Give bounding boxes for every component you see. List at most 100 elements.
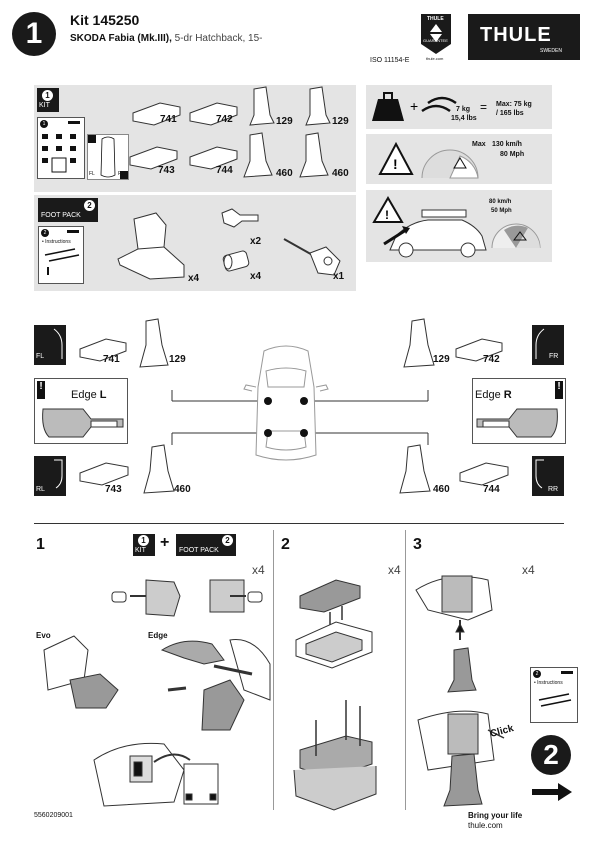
thule-logo-text: THULE [480, 24, 552, 46]
step1-foot-badge: 2 FOOT PACK [176, 534, 236, 556]
iso-code: ISO 11154-E [370, 57, 410, 64]
kit-badge-label: KIT [39, 102, 50, 109]
step2-qty: x4 [388, 563, 401, 577]
lock-qty: x4 [250, 271, 262, 282]
car-icon [389, 219, 487, 251]
foot-pack-badge-label: FOOT PACK [41, 212, 81, 219]
kit-part-743: 743 [158, 165, 175, 176]
kit-diagram-rr: RR [118, 171, 126, 177]
edge-l-foot-icon [42, 408, 124, 438]
edge-l-bold: L [99, 389, 107, 401]
tag-fl: FL [34, 325, 66, 365]
svg-text:!: ! [385, 208, 389, 222]
weight-icon [372, 99, 404, 121]
guarantee-bottom: GUARANTEE [423, 38, 448, 43]
kit-sheet-diagram-icon [42, 134, 76, 173]
tag-rr-label: RR [548, 486, 559, 493]
foot-qty: x4 [188, 273, 200, 284]
guarantee-top: THULE [427, 16, 444, 22]
step1-illustration [43, 579, 271, 807]
part-number: 5560209001 [34, 812, 73, 819]
speed2-mph: 50 Mph [491, 208, 512, 214]
warning-triangle-icon [378, 141, 414, 175]
speed2-kmh: 80 km/h [489, 199, 512, 205]
kit-badge-circle: 1 [42, 90, 53, 101]
step2-illustration [293, 579, 377, 811]
thule-logo: THULE SWEDEN [468, 14, 580, 60]
edge-r-label: Edge R [475, 389, 512, 401]
edge-r-bold: R [503, 389, 512, 401]
foot-pack-badge-circle: 2 [84, 200, 95, 211]
fr-foot: 129 [433, 354, 450, 365]
edge-r-box: ! Edge R [472, 378, 566, 444]
weight-lbs: 15,4 lbs [451, 115, 477, 122]
edge-l-box: ! Edge L [34, 378, 128, 444]
fr-pad: 742 [483, 354, 500, 365]
max-load-1: Max: 75 kg [496, 101, 532, 108]
svg-text:!: ! [393, 156, 398, 172]
weight-kg: 7 kg [456, 106, 471, 113]
kit-part-741: 741 [160, 114, 177, 125]
step-col-divider-1 [273, 530, 274, 810]
footer-url[interactable]: thule.com [468, 821, 503, 830]
kit-parts-drawing [129, 86, 331, 178]
kit-badge: 1 KIT [37, 88, 59, 112]
fl-corner-icon [53, 328, 63, 359]
fl-pad: 741 [103, 354, 120, 365]
steps-divider [34, 523, 564, 524]
kit-part-129-b: 129 [332, 116, 349, 127]
tag-rl: RL [34, 456, 66, 496]
tag-fr: FR [532, 325, 564, 365]
car-top-view-icon [243, 345, 329, 461]
car-model: SKODA Fabia (Mk.III), 5-dr Hatchback, 15… [70, 33, 262, 44]
foot-pack-instr-num: 2 [41, 229, 49, 237]
next-instr-num: 2 [533, 670, 541, 678]
foot-pack-instr-text: • Instructions [42, 239, 71, 245]
next-page-badge[interactable]: 2 [531, 735, 571, 775]
foot-pack-instr-bar [67, 230, 79, 233]
kit-diagram-fl: FL [89, 171, 95, 177]
step1-kit-badge-label: KIT [135, 547, 146, 554]
step1-kit-badge-circle: 1 [138, 535, 149, 546]
edge-r-excl: ! [555, 381, 563, 399]
guarantee-shield-icon [421, 14, 451, 54]
foot-pack-badge: 2 FOOT PACK [38, 198, 98, 222]
tag-rr: RR [532, 456, 564, 496]
rr-foot: 460 [433, 484, 450, 495]
next-instr-bar [561, 671, 573, 674]
next-instr-bars-icon [538, 693, 572, 707]
car-model-bold: SKODA Fabia (Mk.III), [70, 33, 172, 44]
car-load-drawing: ! [372, 196, 541, 258]
position-diagram [79, 318, 509, 494]
car-model-light: 5-dr Hatchback, 15- [171, 33, 263, 44]
kit-instruction-sheet: 1 [37, 117, 85, 179]
max-load-2: / 165 lbs [496, 110, 524, 117]
tool-qty: x1 [333, 271, 345, 282]
foot-pack-instructions: 2 • Instructions [38, 226, 84, 284]
step1-foot-badge-circle: 2 [222, 535, 233, 546]
kit-part-460-b: 460 [332, 168, 349, 179]
key-qty: x2 [250, 236, 262, 247]
svg-text:=: = [480, 100, 487, 114]
step1-qty: x4 [252, 563, 265, 577]
roof-bars-icon [44, 248, 80, 275]
warning-triangle-2-icon [372, 196, 404, 223]
next-instructions-sheet: 2 • Instructions [530, 667, 578, 723]
step-1-number: 1 [36, 536, 45, 553]
edge-l-label: Edge L [71, 389, 107, 401]
fl-foot: 129 [169, 354, 186, 365]
edge-r-foot-icon [476, 408, 558, 438]
speed-mph: 80 Mph [500, 151, 525, 158]
tag-fr-label: FR [549, 353, 559, 360]
kit-part-129-a: 129 [276, 116, 293, 127]
footer-slogan: Bring your life [468, 811, 523, 820]
tag-rl-label: RL [36, 486, 45, 493]
svg-text:+: + [410, 98, 418, 114]
load-warning-drawing: + = [372, 92, 487, 121]
kit-part-742: 742 [216, 114, 233, 125]
rl-foot: 460 [174, 484, 191, 495]
speed-max-label: Max [472, 141, 486, 148]
next-arrow-icon[interactable] [530, 782, 574, 802]
step-2-number: 2 [281, 536, 290, 553]
step1-foot-badge-label: FOOT PACK [179, 547, 219, 554]
